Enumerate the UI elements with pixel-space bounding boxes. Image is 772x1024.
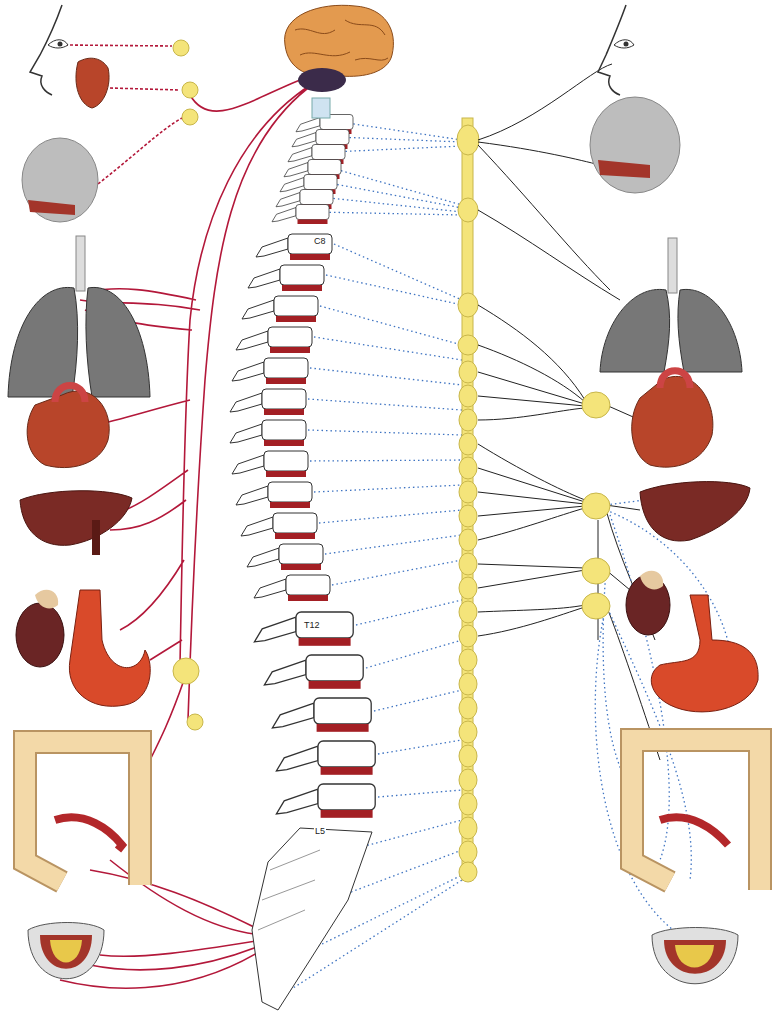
parasympathetic-fibers — [60, 80, 312, 988]
parasympathetic-ganglia — [173, 40, 203, 730]
spinal-level-label: C8 — [313, 236, 327, 246]
chain-ganglia — [457, 125, 479, 882]
right-organs — [590, 5, 760, 984]
prevertebral-ganglia — [582, 392, 610, 619]
vertebral-column — [230, 98, 375, 1010]
brain — [285, 5, 394, 92]
left-organs — [8, 5, 150, 979]
postganglionic-fibers — [478, 64, 660, 760]
spinal-level-label: L5 — [314, 826, 326, 836]
spinal-level-label: T12 — [303, 620, 321, 630]
